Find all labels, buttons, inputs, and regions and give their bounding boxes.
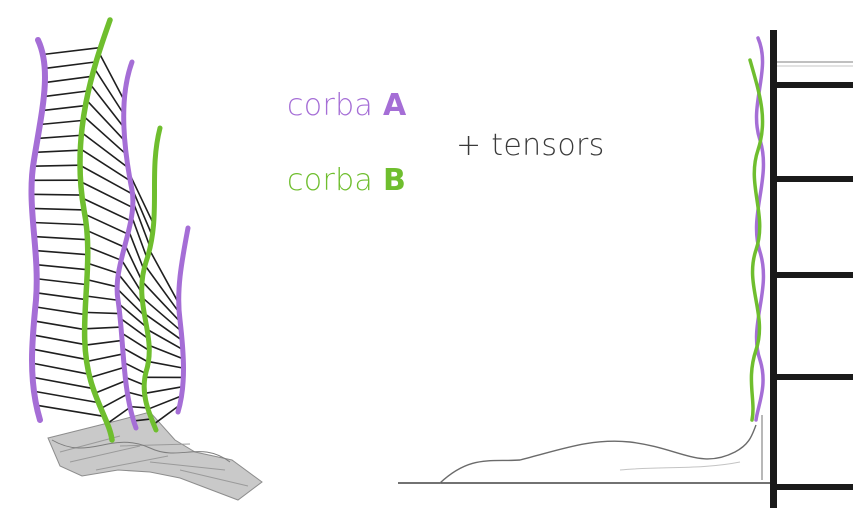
tensor-line — [88, 263, 119, 273]
tensor-line — [34, 237, 87, 240]
label-curve-b-letter: B — [383, 163, 406, 198]
tensor-line — [82, 198, 131, 221]
tensor-line — [35, 150, 80, 152]
tensor-line — [95, 381, 126, 393]
tensor-line — [32, 194, 82, 195]
tensor-line — [34, 321, 85, 330]
terrain-profile — [440, 425, 756, 483]
tensor-line — [32, 349, 86, 359]
tensor-line — [99, 52, 124, 100]
tensor-line — [90, 367, 124, 377]
tensor-line — [87, 280, 117, 287]
tensor-line — [81, 182, 133, 208]
tensor-line — [101, 394, 128, 408]
tensor-line — [43, 48, 101, 55]
curve-a-far — [178, 228, 188, 412]
label-curve-a-word: corba — [287, 88, 373, 123]
sculpture-3d-view — [31, 20, 262, 500]
tensor-line — [132, 216, 148, 258]
label-tensors: + tensors — [456, 128, 605, 163]
label-curve-b-word: corba — [287, 163, 373, 198]
building-column — [770, 30, 777, 508]
tensor-line — [35, 307, 85, 315]
tensor-line — [33, 223, 86, 225]
tensor-line — [35, 251, 87, 255]
tensor-line — [121, 259, 142, 292]
tensor-line — [32, 208, 84, 210]
tensor-line — [33, 165, 80, 166]
tensor-line — [88, 247, 121, 260]
tensor-line — [123, 348, 149, 362]
tensor-line — [145, 387, 183, 394]
tensor-line — [80, 165, 133, 194]
tensor-line — [80, 149, 130, 181]
curve-b-right — [142, 128, 160, 430]
tensor-line — [38, 135, 82, 138]
tensor-lines — [32, 48, 184, 425]
tensor-line — [86, 296, 118, 300]
tensor-line — [87, 230, 125, 247]
tensor-line — [36, 405, 104, 416]
tensor-line — [85, 312, 120, 313]
tensor-line — [87, 354, 124, 362]
tensor-line — [34, 391, 99, 402]
curve-a-left — [31, 40, 45, 420]
tensor-line — [44, 91, 89, 97]
tensor-line — [36, 293, 85, 300]
curve-b-left — [80, 20, 112, 440]
tensor-line — [33, 377, 94, 388]
tensor-line — [148, 362, 183, 369]
tensor-line — [45, 76, 92, 82]
tensor-line — [36, 265, 87, 270]
tensor-line — [37, 279, 87, 285]
tensor-line — [85, 340, 122, 345]
label-curve-a: corba A — [287, 88, 406, 123]
floor-slabs — [777, 82, 853, 490]
tensor-line — [33, 335, 85, 345]
tensor-line — [129, 231, 144, 270]
label-curve-a-letter: A — [383, 88, 407, 123]
tensor-line — [45, 62, 96, 69]
tensor-line — [125, 245, 142, 281]
tensor-line — [40, 120, 83, 124]
tensor-line — [42, 106, 85, 111]
tensor-line — [32, 363, 89, 374]
section-view — [398, 30, 853, 508]
tensor-line — [85, 327, 121, 329]
label-curve-b: corba B — [287, 163, 406, 198]
tensor-line — [154, 405, 180, 424]
